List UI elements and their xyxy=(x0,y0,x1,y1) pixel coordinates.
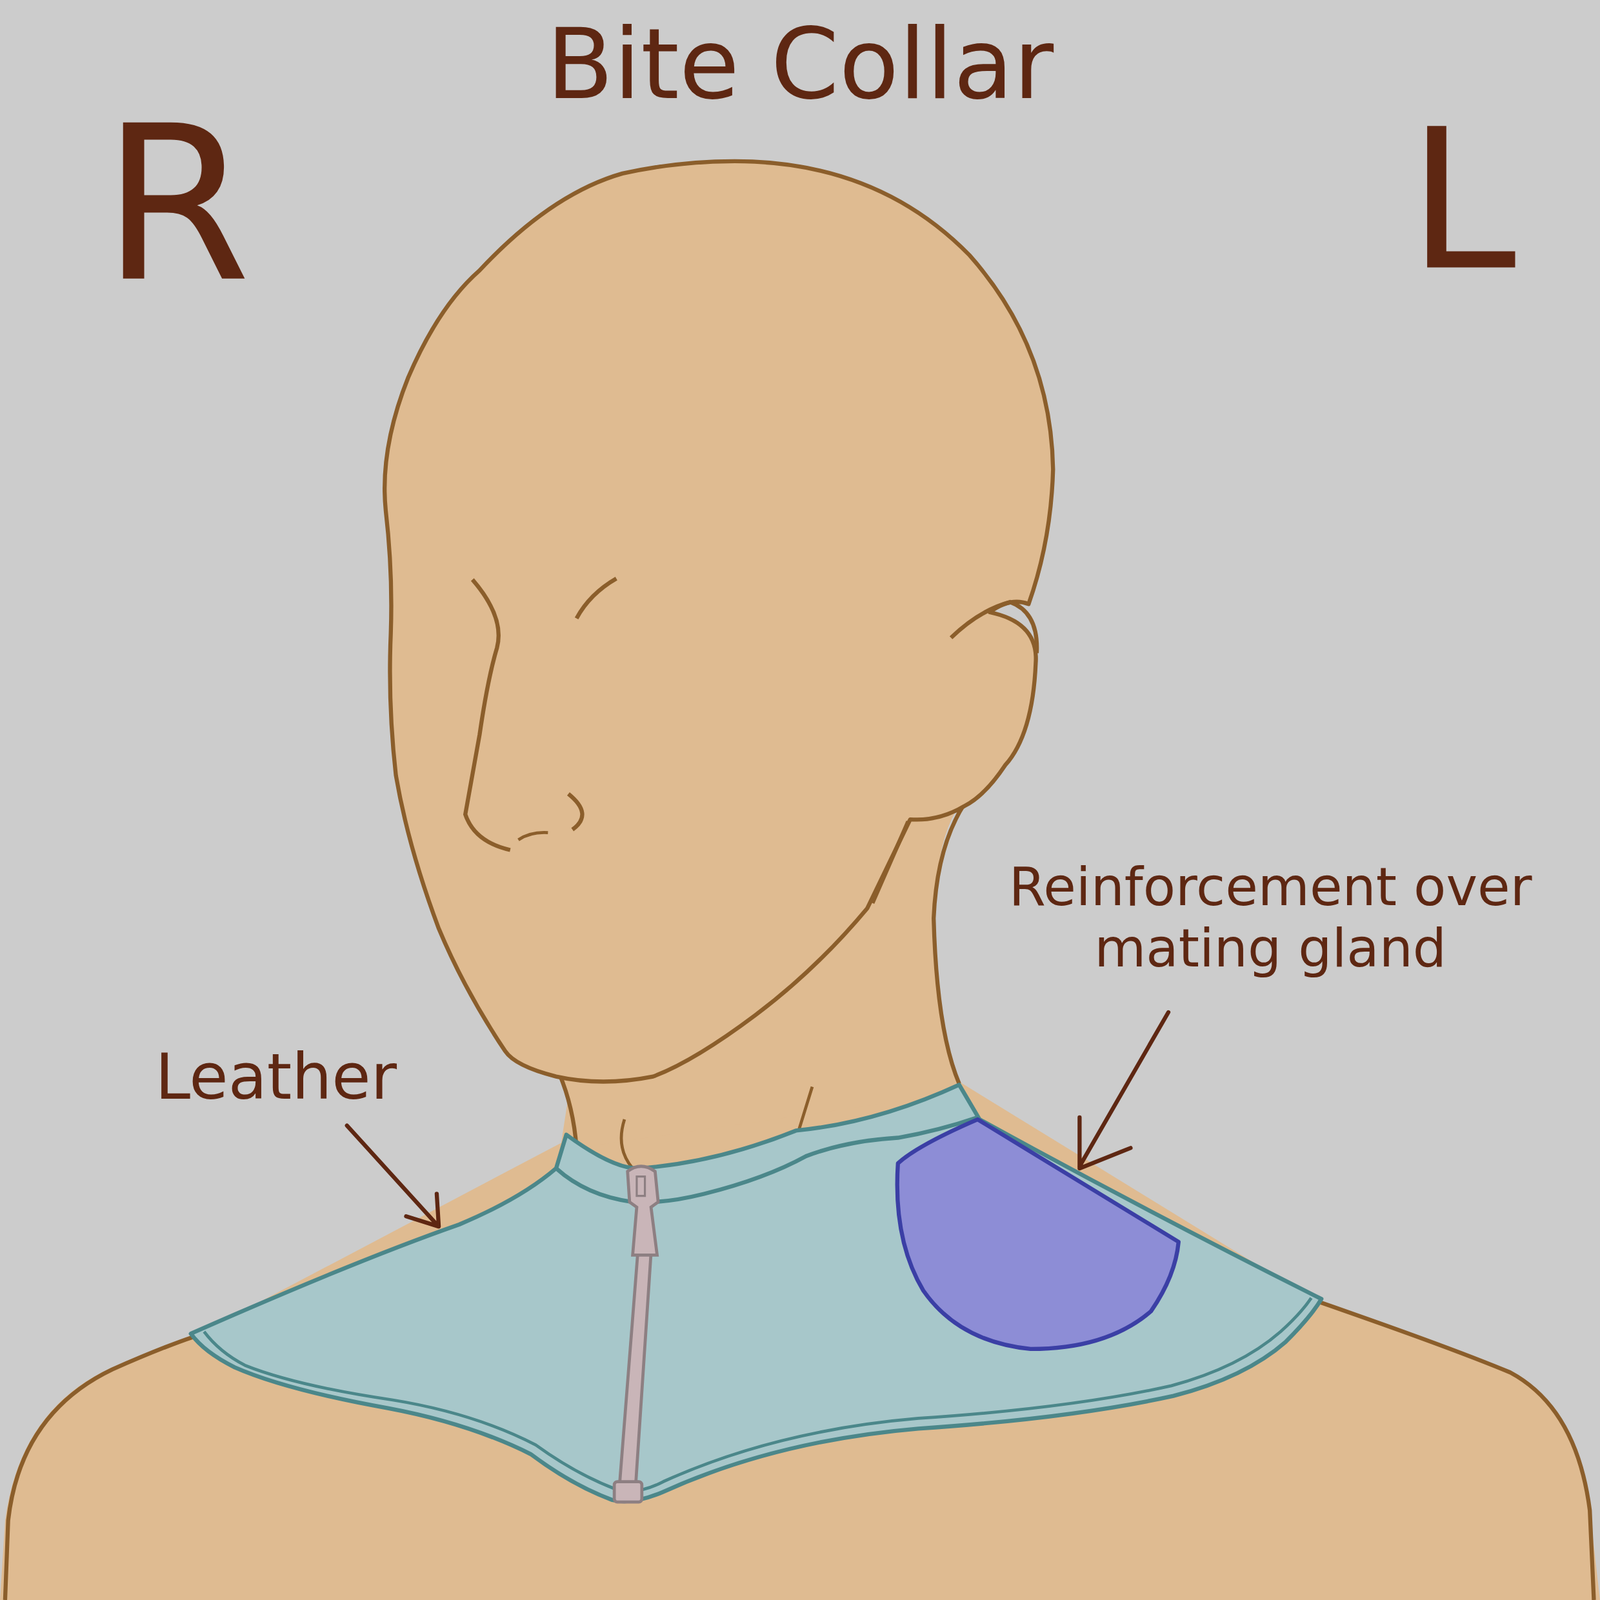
leader-arrow xyxy=(347,1125,439,1228)
side-marker: L xyxy=(1408,89,1517,313)
title: Bite Collar xyxy=(546,8,1054,122)
zipper-pull xyxy=(627,1166,659,1256)
zipper-slot xyxy=(636,1176,646,1197)
callout-label: Reinforcement over mating gland xyxy=(1005,857,1536,980)
jaw-line xyxy=(872,821,908,904)
collar-trim xyxy=(203,1298,1311,1492)
zipper-tape xyxy=(618,1252,651,1500)
eyebrow xyxy=(576,578,617,619)
leader-arrow xyxy=(1079,1012,1169,1169)
material-label: Leather xyxy=(154,1040,397,1114)
mouth xyxy=(518,832,548,840)
zipper-stop xyxy=(614,1481,642,1503)
nostril xyxy=(568,794,582,830)
ear xyxy=(950,601,1037,653)
reinforcement-patch xyxy=(897,1119,1179,1350)
leather-collar xyxy=(190,1084,1322,1502)
side-marker: R xyxy=(101,81,251,329)
shoulders xyxy=(0,1076,1600,1600)
nose xyxy=(465,579,511,850)
head xyxy=(384,161,1053,1082)
